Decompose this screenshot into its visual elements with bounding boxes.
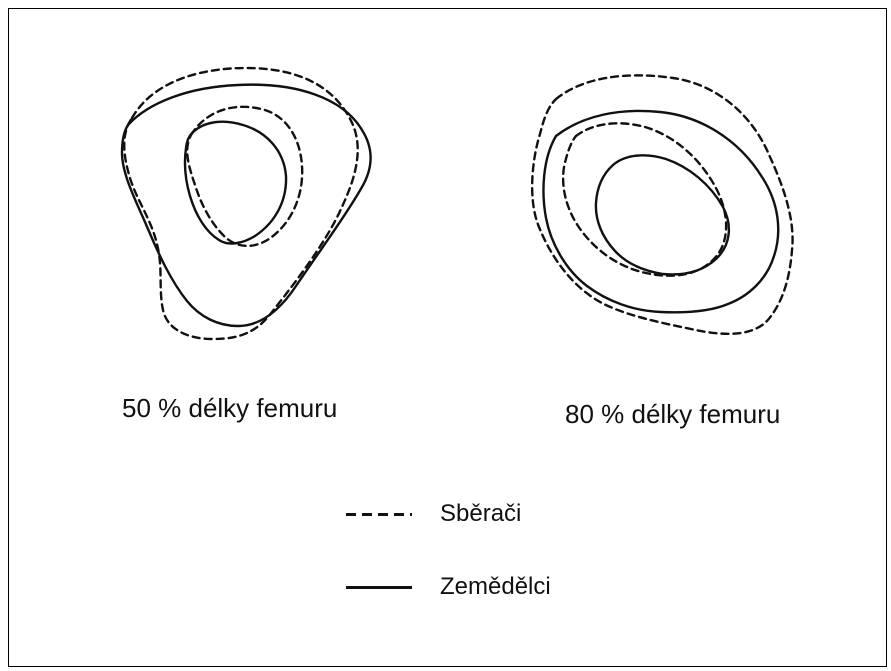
cross-section-50-outer-dashed — [124, 68, 357, 339]
legend-label-farmers: Zemědělci — [440, 573, 551, 601]
cross-section-50-svg — [68, 30, 428, 390]
cross-section-50 — [68, 30, 428, 390]
legend-item-foragers: Sběrači — [346, 500, 521, 528]
legend-solid-line-icon — [346, 586, 412, 589]
cross-section-80-outer-dashed — [532, 75, 792, 333]
cross-section-80-inner-dashed — [563, 123, 726, 275]
caption-80-percent: 80 % délky femuru — [565, 399, 780, 430]
cross-section-50-inner-solid — [185, 122, 286, 244]
cross-section-50-outer-solid — [122, 85, 371, 326]
legend-label-foragers: Sběrači — [440, 500, 521, 528]
legend-item-farmers: Zemědělci — [346, 573, 551, 601]
legend-dashed-line-icon — [346, 513, 412, 516]
cross-section-80-svg — [470, 30, 830, 390]
caption-50-percent: 50 % délky femuru — [122, 393, 337, 424]
cross-section-80-outer-solid — [543, 111, 778, 312]
cross-section-80-inner-solid — [596, 155, 729, 274]
legend: Sběrači Zemědělci — [346, 500, 646, 610]
cross-section-80 — [470, 30, 830, 390]
